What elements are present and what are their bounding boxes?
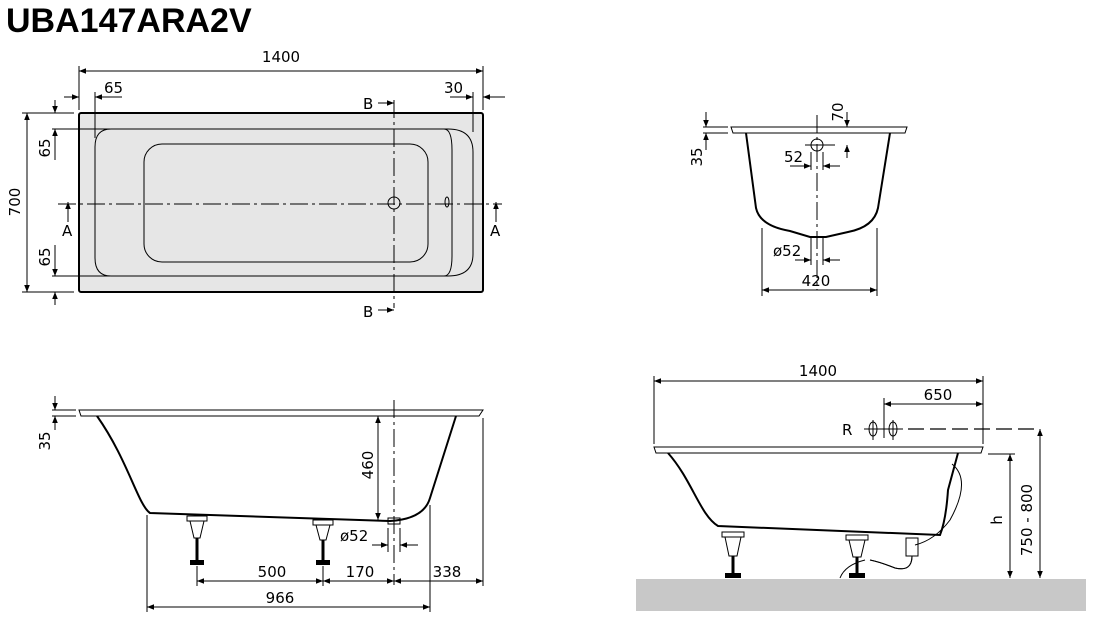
dim-drain-width: 52 <box>784 148 803 166</box>
dim-leg-spacing: 500 <box>258 563 287 581</box>
tub-inner-rim <box>94 128 474 277</box>
tub-outline-top <box>78 112 484 293</box>
dim-drain-diameter: ø52 <box>340 527 368 545</box>
leg-left <box>721 531 745 578</box>
section-b-top: B <box>363 95 373 113</box>
section-a-right: A <box>490 222 501 240</box>
waste-trap <box>839 537 919 579</box>
dim-rim: 35 <box>36 431 54 450</box>
drain-icon <box>387 196 401 210</box>
dim-leg-to-drain: 170 <box>346 563 375 581</box>
section-b-bottom: B <box>363 303 373 321</box>
dim-bottom-offset: 65 <box>36 247 54 266</box>
top-view: A A B B 1400 65 30 700 65 65 <box>6 48 505 321</box>
dim-right-offset: 30 <box>444 79 463 97</box>
floor <box>636 579 1086 611</box>
dim-drain-diameter: ø52 <box>773 242 801 260</box>
dim-length: 1400 <box>262 48 300 66</box>
leg-right <box>845 534 869 578</box>
dim-overall-legs: 966 <box>266 589 295 607</box>
dim-height-range: 750 - 800 <box>1018 484 1036 556</box>
tub-floor <box>143 143 429 263</box>
side-view: 35 460 ø52 500 170 338 966 <box>36 396 484 612</box>
dim-rim: 35 <box>688 147 706 166</box>
installed-view: 1400 650 R h 750 - 800 <box>636 362 1086 611</box>
dim-height: h <box>988 515 1006 525</box>
dim-bottom-width: 420 <box>802 272 831 290</box>
dim-left-offset: 65 <box>104 79 123 97</box>
dim-drain-to-end: 338 <box>433 563 462 581</box>
dim-top-offset: 65 <box>36 138 54 157</box>
dim-width: 700 <box>6 188 24 217</box>
section-a-left: A <box>62 222 73 240</box>
dim-length: 1400 <box>799 362 837 380</box>
leg-right <box>312 519 334 565</box>
dim-depth: 460 <box>359 451 377 480</box>
tap-label: R <box>842 421 852 439</box>
leg-left <box>186 515 208 565</box>
dim-drain-offset: 70 <box>829 102 847 121</box>
dim-tap-offset: 650 <box>924 386 953 404</box>
section-b-view: 35 70 52 ø52 420 <box>688 102 908 296</box>
product-code-title: UBA147ARA2V <box>6 2 252 40</box>
overflow-icon <box>444 196 450 208</box>
